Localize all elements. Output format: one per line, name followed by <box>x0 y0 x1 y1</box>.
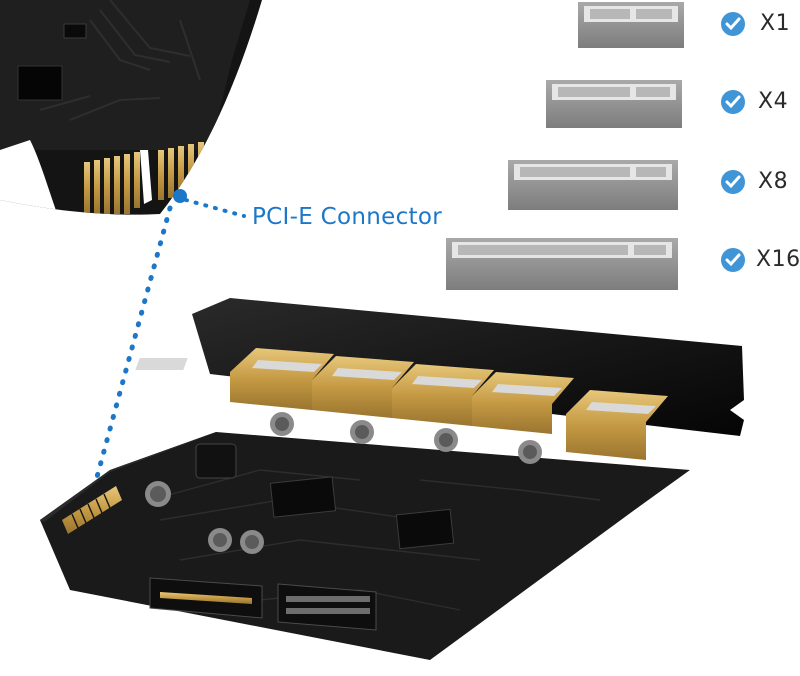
usb-expansion-card <box>40 298 744 660</box>
slot-x1 <box>578 2 684 48</box>
slot-x16 <box>446 238 678 290</box>
capacitors <box>145 412 542 554</box>
slot-x8 <box>508 160 678 210</box>
hub-chip <box>395 508 455 550</box>
usb-header-connector <box>277 583 377 631</box>
pci-e-connector-label: PCI-E Connector <box>252 204 442 230</box>
card-gold-fingers <box>62 486 122 534</box>
slot-label-x1: X1 <box>760 11 791 36</box>
slot-x4 <box>546 80 682 128</box>
check-circle-icon <box>721 12 745 36</box>
inductor <box>195 443 237 479</box>
sata-power-connector <box>149 577 263 619</box>
slot-label-x16: X16 <box>756 247 800 272</box>
zoomed-connector-image <box>0 0 262 215</box>
check-circle-icon <box>721 90 745 114</box>
callout-line-vertical <box>91 205 173 491</box>
slot-label-x8: X8 <box>758 169 789 194</box>
callout-line-horizontal <box>184 198 246 218</box>
check-circle-icon <box>721 170 745 194</box>
usb-ports <box>135 348 668 460</box>
slot-label-x4: X4 <box>758 89 789 114</box>
callout-dot-top <box>173 189 187 203</box>
check-circle-icon <box>721 248 745 272</box>
controller-chip <box>269 476 337 518</box>
